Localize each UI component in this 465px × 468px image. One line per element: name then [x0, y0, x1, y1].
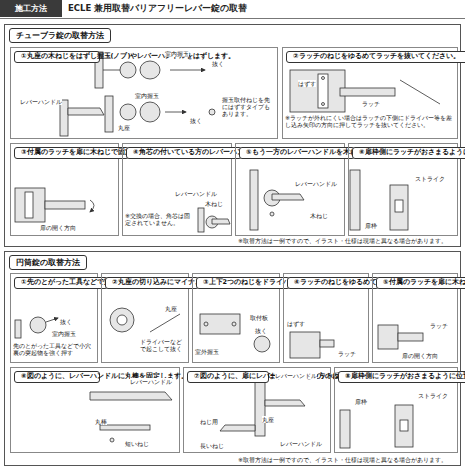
part-label: 扉枠 — [355, 398, 367, 405]
part-label: 抜く — [255, 327, 267, 334]
step-text: ⑥図のように、レバーハンドルに丸棒を固定します。2種類の長さのねじがあります。先… — [14, 371, 100, 383]
part-label: はずす — [287, 320, 305, 327]
step-panel: ④ラッチのねじをゆるめてラッチを抜いてください。 — [283, 273, 369, 363]
part-label: ※取替方法は一例ですので、イラスト・仕様は現場と異なる場合があります。 — [238, 237, 447, 244]
part-label: 扉枠 — [365, 222, 377, 229]
part-label: 抜く — [212, 60, 224, 67]
step-text: ②ラッチのねじをゆるめてラッチを抜いてください。 — [286, 51, 465, 63]
step-panel: ③付属のラッチを扉に木ねじで固定してください。※下図のように、扉の開く方向にラッ… — [10, 143, 119, 236]
part-label: 長いねじ — [200, 442, 224, 449]
step-text: ④ラッチのねじをゆるめてラッチを抜いてください。 — [287, 277, 379, 289]
part-label: 握玉取付ねじを先にはずすタイプもあります。 — [222, 96, 272, 118]
part-label: 短いねじ — [125, 440, 149, 447]
step-text: ⑧扉枠側にラッチがおさまるように位置を合わせてストライクを取り付けてください。 — [338, 371, 465, 383]
part-label: はずす — [298, 80, 316, 87]
part-label: 丸座 — [118, 124, 130, 131]
part-label: 抜く — [60, 318, 72, 325]
part-label: 抜く — [190, 117, 202, 124]
part-label: 室内握玉 — [52, 330, 76, 337]
part-label: レバーハンドル — [130, 378, 172, 385]
diagram-title: ECLE 兼用取替バリアフリーレバー錠の取替 — [68, 3, 247, 15]
part-label: ※取替方法は一例ですので、イラスト・仕様は現場と異なる場合があります。 — [238, 456, 447, 463]
part-label: ストライク — [415, 175, 445, 182]
step-panel: ⑤付属のラッチを扉に木ねじで固定してください。※右図のように、扉の開く方向にラッ… — [372, 273, 458, 363]
part-label: 木ねじ — [310, 212, 328, 219]
part-label: レバーハンドル — [280, 440, 322, 447]
part-label: ラッチ — [338, 350, 356, 357]
part-label: ねじ用 — [200, 418, 218, 425]
part-label: 室内握玉 — [135, 92, 159, 99]
section-heading: チューブラ錠の取替方法 — [9, 28, 111, 43]
section-frame: 円筒錠の取替方法 ①先のとがった工具などで室内側にある小穴裏の突起物を強く押しなが… — [4, 251, 461, 466]
step-text: ②丸座の切り込みにマイナスドライバーをさしこみ丸座をはずしてください。 — [105, 277, 199, 289]
part-label: 先のとがった工具などで小穴裏の突起物を強く押す — [13, 342, 95, 356]
part-label: ラッチ — [362, 100, 380, 107]
part-label: ※ラッチが外れにくい場合はラッチの下側にドライバー等を差し込み矢印の方向に押して… — [285, 114, 455, 128]
step-text: ③付属のラッチを扉に木ねじで固定してください。※下図のように、扉の開く方向にラッ… — [14, 147, 129, 159]
step-text: ⑦図のように、扉にレバーハンドルをセット反対側のレバーハンドルを長いねじで固定し… — [187, 371, 269, 383]
part-label: ドライバーなどで起こして抜く — [140, 338, 186, 352]
part-label: レバーハンドル — [275, 372, 317, 379]
part-label: 丸座 — [165, 305, 177, 312]
step-text: ③上下2つのねじをドライバー(+)でゆるめて、取付板をはずして室外側の握玉を抜い… — [196, 277, 290, 289]
step-panel: ⑧扉枠側にラッチがおさまるように位置を合わせてストライクを取り付けてください。 — [334, 367, 458, 453]
section-frame: チューブラ錠の取替方法 ①丸座の木ねじをはずし握玉(ノブ)やレバーハンドルをはずし… — [4, 24, 461, 247]
part-label: 取付板 — [250, 314, 268, 321]
part-label: ラッチ — [430, 322, 448, 329]
step-text: ⑤付属のラッチを扉に木ねじで固定してください。※右図のように、扉の開く方向にラッ… — [376, 277, 465, 289]
part-label: レバーハンドル — [295, 180, 337, 187]
part-label: レバーハンドル — [20, 98, 62, 105]
section-heading: 円筒錠の取替方法 — [9, 255, 87, 270]
part-label: 室外握玉 — [195, 348, 219, 355]
tag-text: 施工方法 — [0, 0, 62, 17]
part-label: 扉の開く方向 — [402, 352, 438, 359]
part-label: 丸棒 — [95, 418, 107, 425]
part-label: 扉の開く方向 — [40, 224, 76, 231]
part-label: 室内握玉 — [165, 50, 189, 57]
step-text: ①丸座の木ねじをはずし握玉(ノブ)やレバーハンドルをはずします。 — [14, 51, 100, 63]
step-text: ⑤もう一方のレバーハンドルを木ねじで固定してください。 — [239, 147, 355, 159]
step-text: ⑥扉枠側にラッチがおさまるように位置を合わせてストライクを取り付けてください。 — [352, 147, 465, 159]
part-label: 丸座 — [262, 416, 274, 423]
step-text: ④角芯の付いている方のレバーハンドルを木ねじで扉に固定してください。この時、軽く… — [126, 147, 242, 159]
part-label: ストライク — [418, 392, 448, 399]
step-panel: ⑤もう一方のレバーハンドルを木ねじで固定してください。 — [235, 143, 345, 236]
step-text: ①先のとがった工具などで室内側にある小穴裏の突起物を強く押しながら握玉を矢印の方… — [14, 277, 108, 289]
header-tag: 施工方法 — [0, 0, 62, 17]
part-label: ※交換の場合、角芯は固定されていません。 — [125, 212, 195, 226]
part-label: 木ねじ — [205, 200, 223, 207]
part-label: レバーハンドル — [175, 190, 217, 197]
